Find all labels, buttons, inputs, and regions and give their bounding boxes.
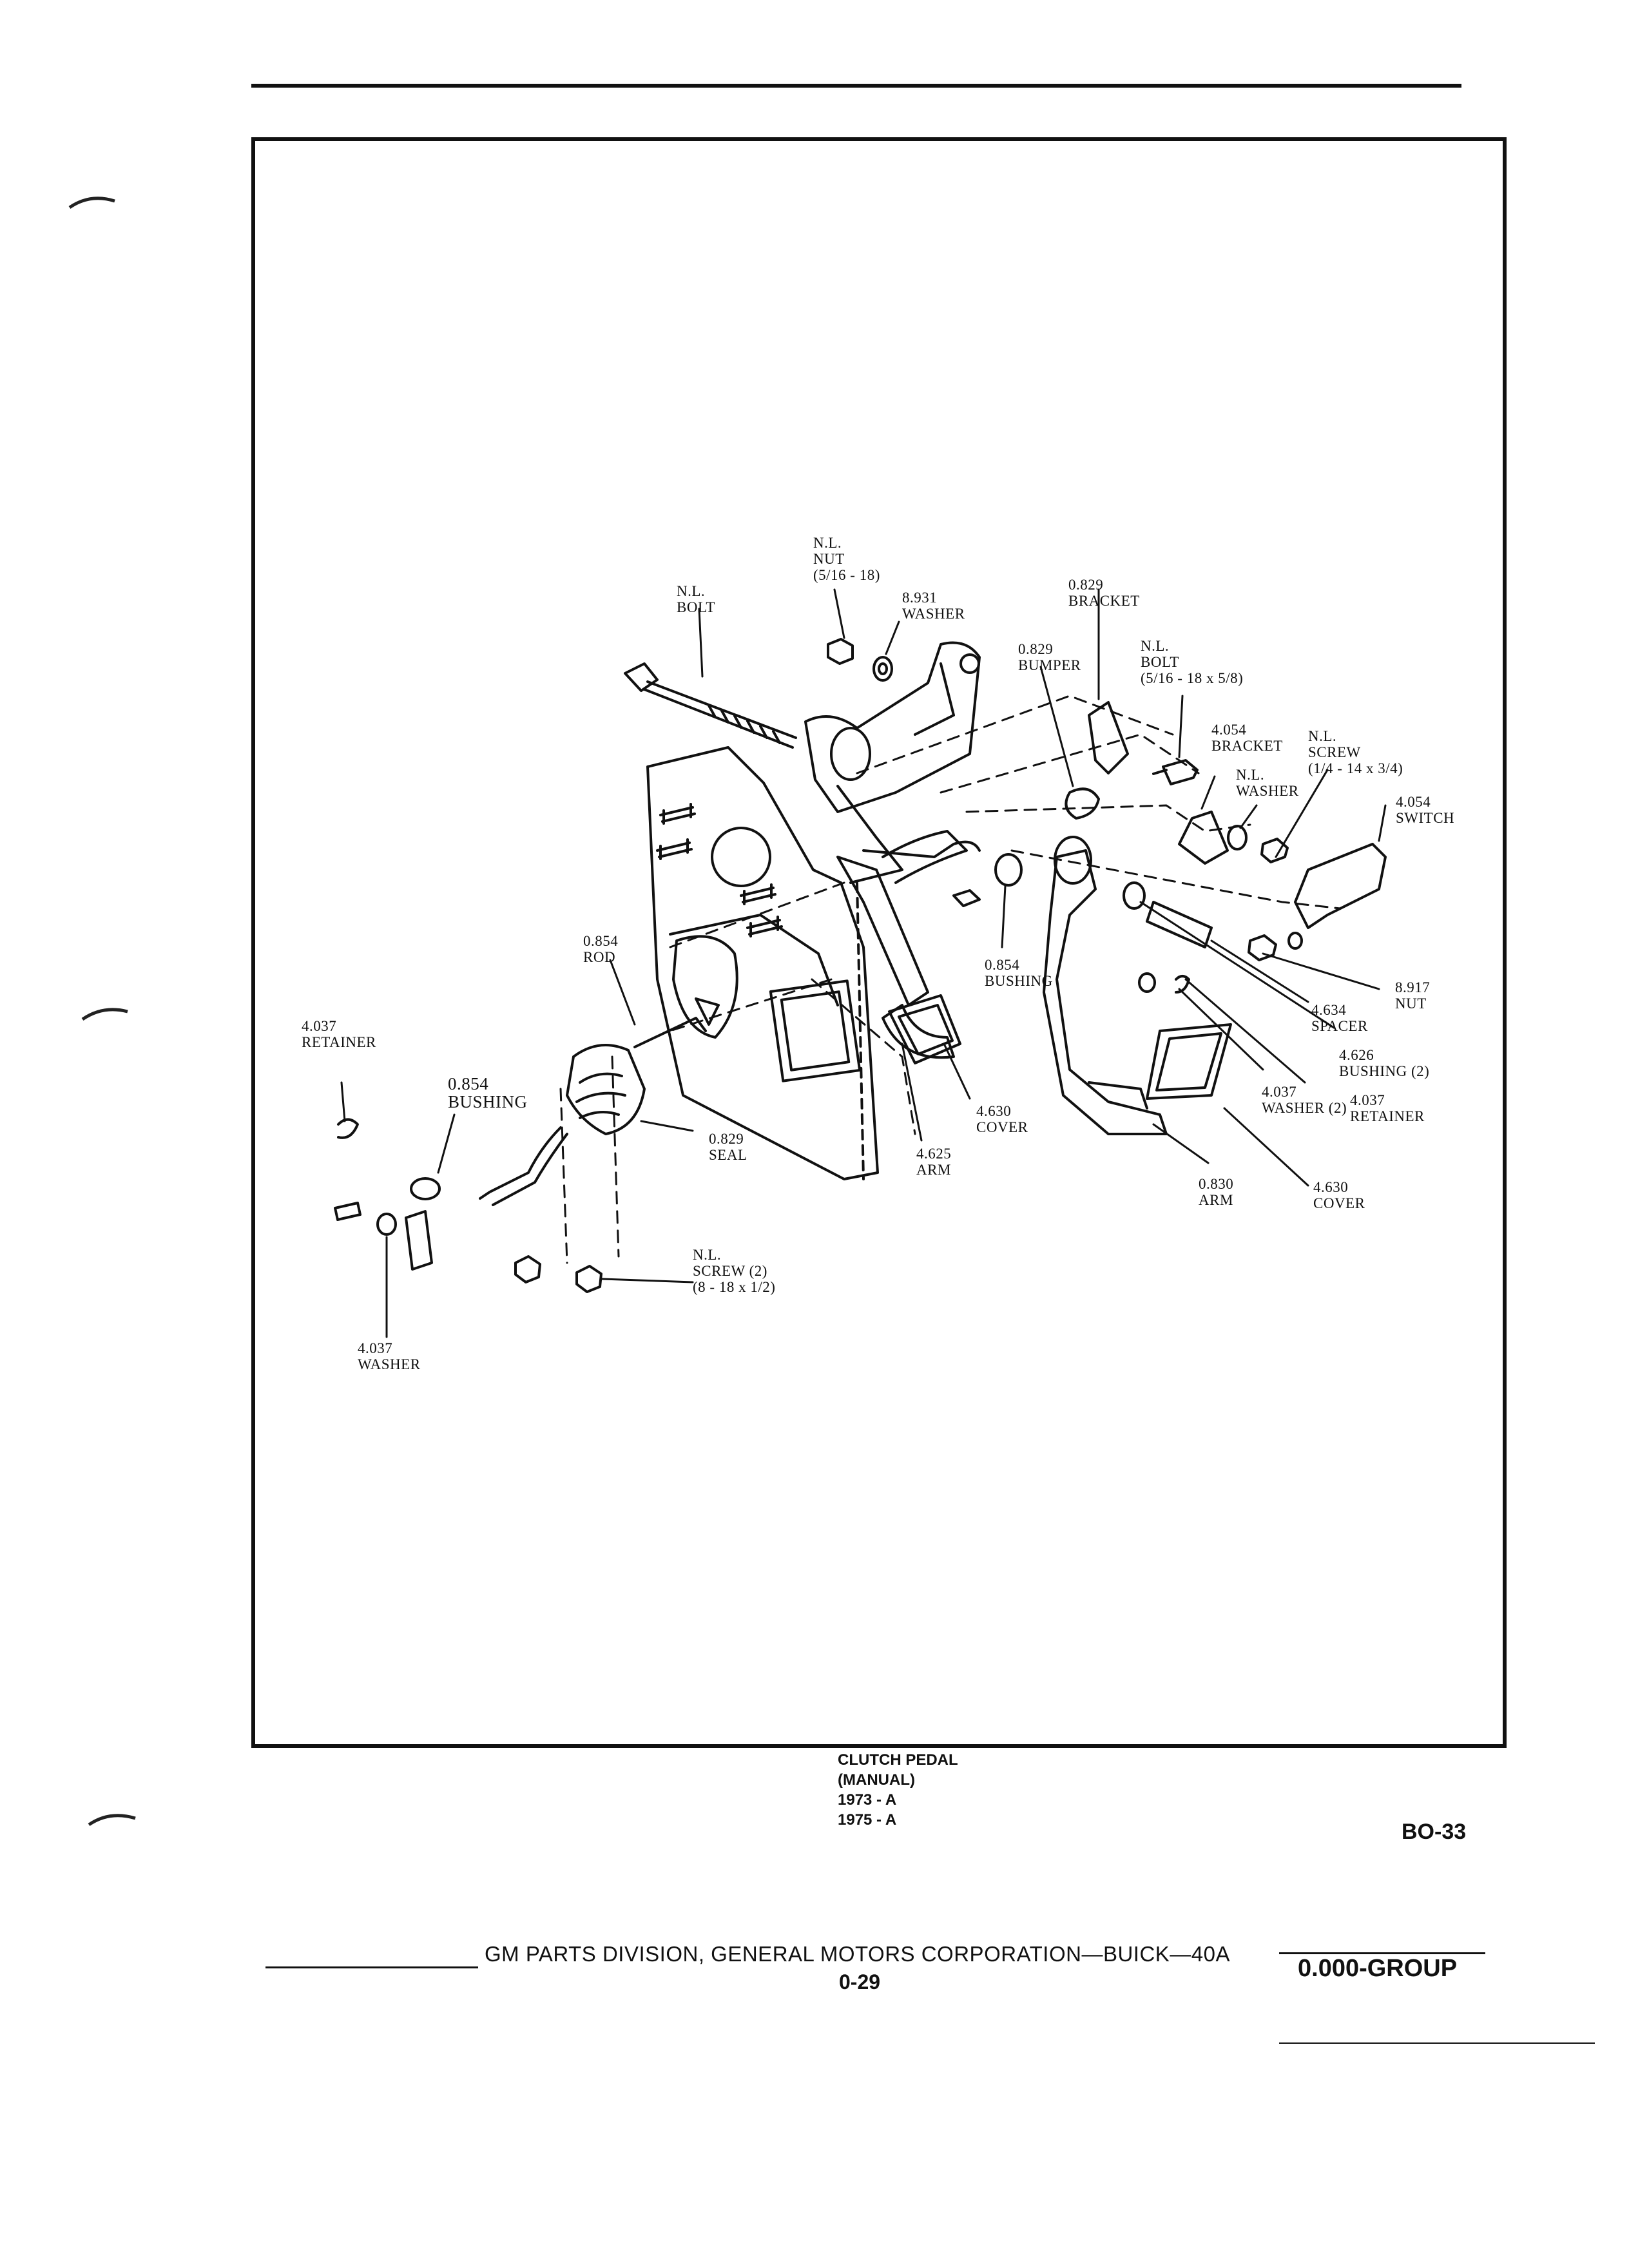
nut-8917-part	[1248, 934, 1277, 961]
dash-panel	[646, 746, 879, 1180]
diagram-caption: CLUTCH PEDAL (MANUAL) 1973 - A 1975 - A	[838, 1751, 958, 1829]
small-hardware	[827, 638, 1387, 994]
pivot-bolt	[624, 662, 797, 749]
label-nl-screw-right: N.L.SCREW(1/4 - 14 x 3/4)	[1308, 728, 1403, 776]
nl-bolt-part	[1152, 759, 1199, 785]
label-nl-washer: N.L.WASHER	[1236, 767, 1299, 799]
washer-4037-right-part	[1138, 972, 1156, 993]
page-code: BO-33	[1402, 1820, 1467, 1844]
nl-screw-part	[1260, 838, 1289, 863]
label-nl-screw-bottom: N.L.SCREW (2)(8 - 18 x 1/2)	[693, 1247, 776, 1295]
leader-lines	[340, 588, 1387, 1338]
footer-rule-left	[265, 1966, 478, 1968]
washer-4037-left-part	[376, 1213, 397, 1236]
nl-screw-bottom-part-2	[575, 1265, 602, 1293]
bushing-0854-left-part	[410, 1177, 441, 1200]
label-nl-bolt-right: N.L.BOLT(5/16 - 18 x 5/8)	[1141, 638, 1244, 686]
footer-rule-right	[1279, 1952, 1485, 1954]
retainer-4037-right-part	[1175, 975, 1190, 994]
washer-8931-part	[872, 656, 893, 682]
spacer-4634-part	[1146, 901, 1213, 948]
rod-0854-part	[479, 1126, 562, 1200]
diagram-frame	[251, 137, 1507, 1748]
seal-0829-part	[566, 1044, 646, 1135]
bushing-0854-mid-part	[994, 853, 1023, 887]
arm-0830	[1043, 836, 1168, 1135]
rod-and-seal-assembly	[334, 997, 720, 1293]
bracket-0829-part	[1088, 701, 1129, 774]
cover-4630-right	[1146, 1023, 1232, 1100]
footer-rule-bottom	[1279, 2042, 1595, 2044]
bracket-4054-part	[1178, 811, 1229, 865]
support-bracket	[804, 641, 981, 884]
retainer-4037-left-part	[337, 1118, 359, 1139]
bushing-4626-part	[1123, 881, 1146, 910]
switch-4054-part	[1294, 843, 1387, 929]
bumper-0829-part	[1065, 787, 1100, 820]
group-number: 0.000-GROUP	[1298, 1955, 1458, 1982]
page-number: 0-29	[839, 1970, 881, 1994]
nl-screw-bottom-part-1	[514, 1255, 541, 1283]
label-nl-bolt-top: N.L.BOLT	[677, 583, 715, 615]
nl-washer-part	[1227, 825, 1248, 850]
panel-studs	[656, 803, 783, 937]
label-nl-nut: N.L.NUT(5/16 - 18)	[813, 535, 880, 583]
cover-4630-mid	[888, 994, 961, 1064]
top-rule	[251, 84, 1461, 88]
footer-publisher: GM PARTS DIVISION, GENERAL MOTORS CORPOR…	[485, 1942, 1231, 1966]
nl-nut-part	[827, 638, 854, 665]
